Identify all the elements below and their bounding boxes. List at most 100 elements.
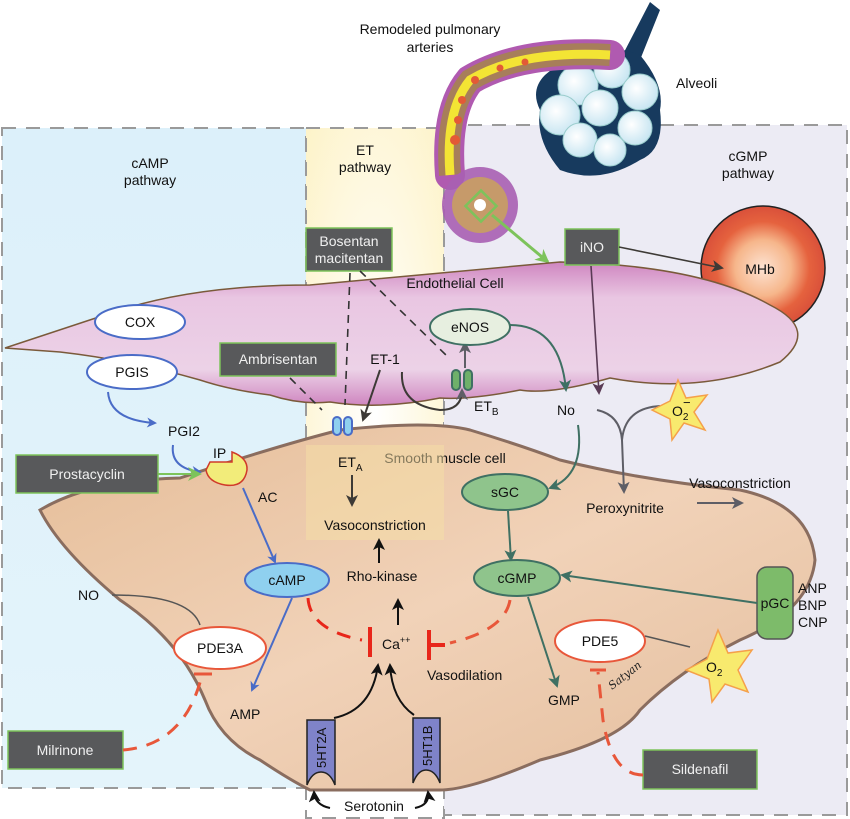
no-to-sgc-arrow	[548, 424, 581, 491]
5ht2a-receptor: 5HT2A	[306, 719, 336, 786]
cgmp-inhibits-ca	[449, 599, 512, 645]
cox-node[interactable]	[94, 304, 186, 340]
bosentan-label-1: Bosentan	[319, 233, 378, 249]
milrinone-label: Milrinone	[37, 742, 94, 758]
pgi2-label: PGI2	[168, 423, 200, 439]
sgc-label: sGC	[491, 484, 519, 500]
et1-label: ET-1	[370, 351, 400, 367]
camp-inhibits-ca	[306, 597, 363, 642]
pgis-to-pgi2-arrow	[107, 391, 157, 428]
sgc-node[interactable]	[461, 473, 549, 511]
no-to-pde3a-line	[111, 594, 201, 626]
o2-minus-charge: −	[683, 395, 691, 410]
bosentan-drug[interactable]: Bosentan macitentan	[305, 227, 393, 272]
o2-minus-label: O2	[672, 403, 689, 423]
remodeled-arteries-title-2: arteries	[407, 39, 454, 55]
cgmp-pathway-title-1: cGMP	[729, 148, 768, 164]
bosentan-label-2: macitentan	[315, 250, 383, 266]
vasodilation-label: Vasodilation	[427, 667, 502, 683]
enos-to-no-arrow	[509, 324, 572, 392]
cgmp-pathway-title-2: pathway	[722, 165, 774, 181]
serotonin-label: Serotonin	[344, 798, 404, 814]
pde3a-label: PDE3A	[197, 640, 244, 656]
cox-label: COX	[125, 314, 156, 330]
superoxide-star	[650, 378, 709, 443]
ambrisentan-drug[interactable]: Ambrisentan	[219, 342, 337, 377]
ino-label: iNO	[580, 239, 604, 255]
endothelial-cell	[4, 261, 799, 406]
pde5-node[interactable]	[554, 619, 646, 663]
ip-receptor	[205, 450, 248, 487]
et1-to-etb-arrow	[400, 371, 468, 412]
cnp-label: CNP	[798, 614, 828, 630]
remodeled-arteries-title-1: Remodeled pulmonary	[360, 21, 501, 37]
prostacyclin-label: Prostacyclin	[49, 466, 124, 482]
ca-label: Ca++	[382, 635, 410, 652]
amp-label: AMP	[230, 706, 260, 722]
ino-to-no-arrow	[590, 265, 605, 395]
sildenafil-drug[interactable]: Sildenafil	[642, 749, 758, 790]
et-pathway-title-1: ET	[356, 142, 374, 158]
pgis-label: PGIS	[115, 364, 148, 380]
ambrisentan-label: Ambrisentan	[239, 351, 318, 367]
sildenafil-inhibition	[596, 671, 644, 777]
etb-receptor	[451, 369, 473, 391]
et-vasoconstriction-label: Vasoconstriction	[324, 517, 426, 533]
5ht1b-to-ca-arrow	[384, 663, 415, 716]
pgc-to-cgmp-arrow	[560, 570, 758, 604]
peroxynitrite-label: Peroxynitrite	[586, 500, 664, 516]
alveoli-label: Alveoli	[676, 75, 717, 91]
pgc-label: pGC	[761, 595, 790, 611]
cgmp-to-gmp-arrow	[527, 596, 560, 688]
prostacyclin-drug[interactable]: Prostacyclin	[15, 454, 159, 494]
enos-label: eNOS	[451, 319, 489, 335]
ino-to-mhb-arrow	[618, 246, 724, 272]
5ht2a-label: 5HT2A	[314, 727, 329, 768]
camp-node[interactable]	[244, 562, 330, 598]
mhb-label: MHb	[745, 261, 775, 277]
vasoconstriction-right-label: Vasoconstriction	[689, 475, 791, 491]
eta-label: ETA	[338, 454, 363, 474]
ac-label: AC	[258, 489, 277, 505]
remodeled-artery-illustration	[434, 39, 625, 264]
eta-receptor	[332, 416, 353, 436]
et-pathway-title-2: pathway	[339, 159, 391, 175]
ip-label: IP	[213, 445, 226, 461]
camp-pathway-title-2: pathway	[124, 172, 176, 188]
camp-label: cAMP	[268, 572, 305, 588]
o2-to-pde5-line	[644, 635, 691, 648]
etb-label: ETB	[474, 398, 499, 418]
enos-node[interactable]	[429, 308, 511, 346]
serotonin-to-5ht2a-arrow	[308, 790, 331, 809]
cgmp-node[interactable]	[473, 559, 561, 597]
bnp-label: BNP	[798, 597, 827, 613]
ino-drug[interactable]: iNO	[564, 228, 620, 266]
sgc-to-cgmp-arrow	[504, 510, 517, 562]
milrinone-inhibition	[122, 674, 204, 752]
et-vasoconstriction-zone	[306, 445, 444, 540]
sildenafil-label: Sildenafil	[672, 761, 729, 777]
5ht1b-receptor: 5HT1B	[412, 717, 441, 784]
camp-pathway-title-1: cAMP	[131, 155, 168, 171]
no-right-label: No	[557, 402, 575, 418]
oxygen-star	[684, 628, 754, 704]
5ht1b-label: 5HT1B	[420, 726, 435, 766]
gmp-label: GMP	[548, 692, 580, 708]
camp-to-amp-arrow	[250, 597, 293, 692]
serotonin-to-5ht1b-arrow	[414, 790, 436, 809]
ip-to-camp-arrow	[242, 487, 277, 564]
rho-kinase-label: Rho-kinase	[347, 568, 418, 584]
o2-label: O2	[706, 659, 723, 679]
alveoli-illustration	[536, 2, 661, 176]
5ht2a-to-ca-arrow	[333, 663, 383, 719]
cgmp-label: cGMP	[498, 570, 537, 586]
bosentan-to-etb-inhibition	[359, 270, 449, 358]
milrinone-drug[interactable]: Milrinone	[7, 730, 124, 770]
pgis-node[interactable]	[86, 354, 178, 390]
ambrisentan-inhibition	[289, 377, 323, 411]
pde3a-node[interactable]	[173, 626, 267, 670]
pde5-label: PDE5	[582, 633, 619, 649]
no-left-label: NO	[78, 587, 99, 603]
et1-to-eta-arrow	[360, 369, 381, 422]
